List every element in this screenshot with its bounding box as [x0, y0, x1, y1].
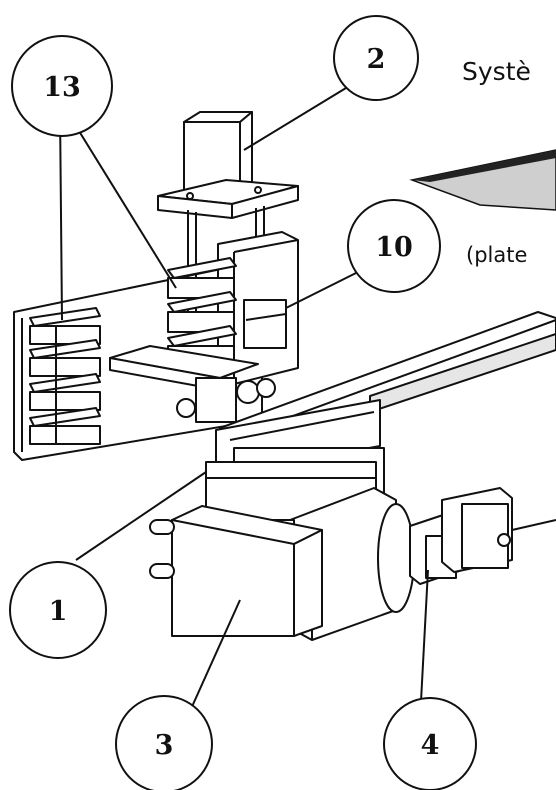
machine-drawing: [13, 111, 556, 641]
callout-2: 2: [333, 15, 419, 101]
svg-text:2: 2: [367, 44, 386, 75]
left-comb: [29, 307, 101, 445]
callout-10: 10: [347, 199, 441, 293]
callout-4: 4: [383, 697, 477, 790]
svg-text:4: 4: [421, 730, 440, 761]
callout-13: 13: [11, 35, 113, 137]
title-wedge-dark: [412, 150, 556, 182]
svg-text:3: 3: [155, 730, 174, 761]
svg-text:1: 1: [49, 596, 68, 627]
callouts: 13 2 10 1 3 4: [9, 15, 477, 790]
diagram-title: Systè: [462, 57, 531, 86]
callout-1: 1: [9, 561, 107, 659]
callout-3: 3: [115, 695, 213, 790]
svg-text:10: 10: [375, 232, 413, 263]
svg-text:13: 13: [43, 72, 81, 103]
leader-lines: [59, 87, 556, 721]
diagram-subtitle: (plate: [466, 243, 527, 267]
